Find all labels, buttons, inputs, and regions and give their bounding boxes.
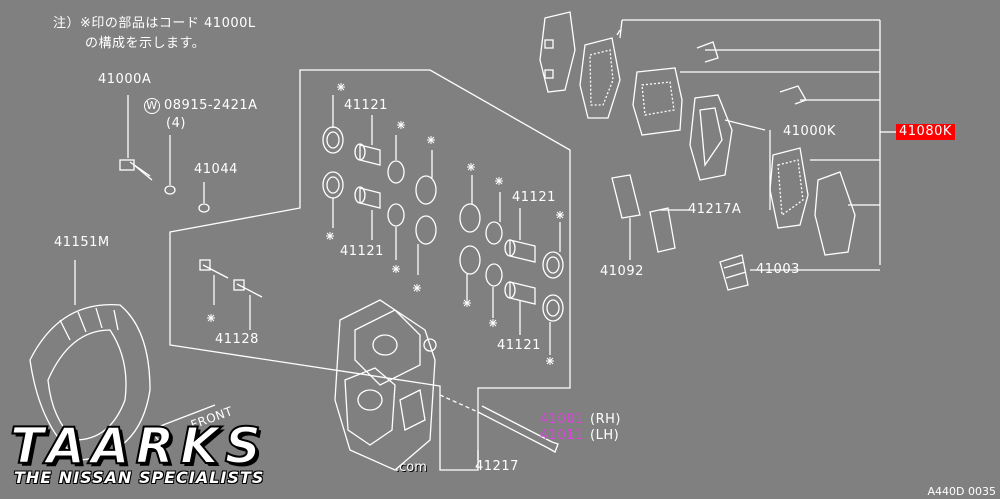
part-41080K-highlighted[interactable]: 41080K: [896, 124, 955, 140]
seal-right-group: [459, 175, 564, 355]
seal-left-group: [322, 95, 437, 275]
part-41011: 41011: [540, 428, 584, 443]
bolt-icon: [119, 95, 153, 181]
note-line-1: 注）※印の部品はコード 41000L: [53, 16, 256, 31]
part-41044: 41044: [194, 162, 238, 177]
part-41121-d: 41121: [497, 338, 541, 353]
watermark-suffix: .com: [395, 460, 427, 475]
part-41217A: 41217A: [688, 202, 742, 217]
part-41011-side: (LH): [590, 428, 620, 443]
part-08915-2421A: 08915-2421A: [164, 98, 258, 113]
part-41001-side: (RH): [590, 412, 621, 427]
note-line-2: の構成を示します。: [85, 36, 206, 51]
leader-lines: [619, 19, 896, 271]
part-41000K: 41000K: [783, 124, 836, 139]
watermark-logo: TAARKS .com THE NISSAN SPECIALISTS: [9, 417, 450, 498]
caliper-kit-outline: [169, 69, 571, 471]
part-41121-b: 41121: [340, 244, 384, 259]
watermark-tagline: THE NISSAN SPECIALISTS: [14, 468, 265, 487]
brake-pad-icon: [539, 11, 856, 256]
dust-shield-icon: [29, 260, 151, 461]
part-41217: 41217: [475, 459, 519, 474]
w-mark-icon: W: [144, 98, 160, 114]
front-arrow-icon: [148, 404, 216, 443]
washer-icon: [164, 135, 210, 213]
watermark-brand: TAARKS: [9, 417, 267, 475]
part-41151M: 41151M: [54, 235, 110, 250]
pin-bolt-icon: [439, 394, 559, 460]
bleeder-icon: [199, 259, 263, 330]
part-41000A: 41000A: [98, 72, 152, 87]
part-41001: 41001: [540, 412, 584, 427]
caliper-body-icon: [334, 299, 437, 471]
part-41092: 41092: [600, 264, 644, 279]
part-41121-a: 41121: [344, 98, 388, 113]
part-41121-c: 41121: [512, 190, 556, 205]
shim-clip-icon: [611, 41, 807, 291]
part-41128: 41128: [215, 332, 259, 347]
quantity-4: (4): [166, 116, 186, 131]
asterisk-markers: [207, 83, 564, 365]
part-41003: 41003: [756, 262, 800, 277]
figure-id: A440D 0035: [927, 485, 996, 498]
